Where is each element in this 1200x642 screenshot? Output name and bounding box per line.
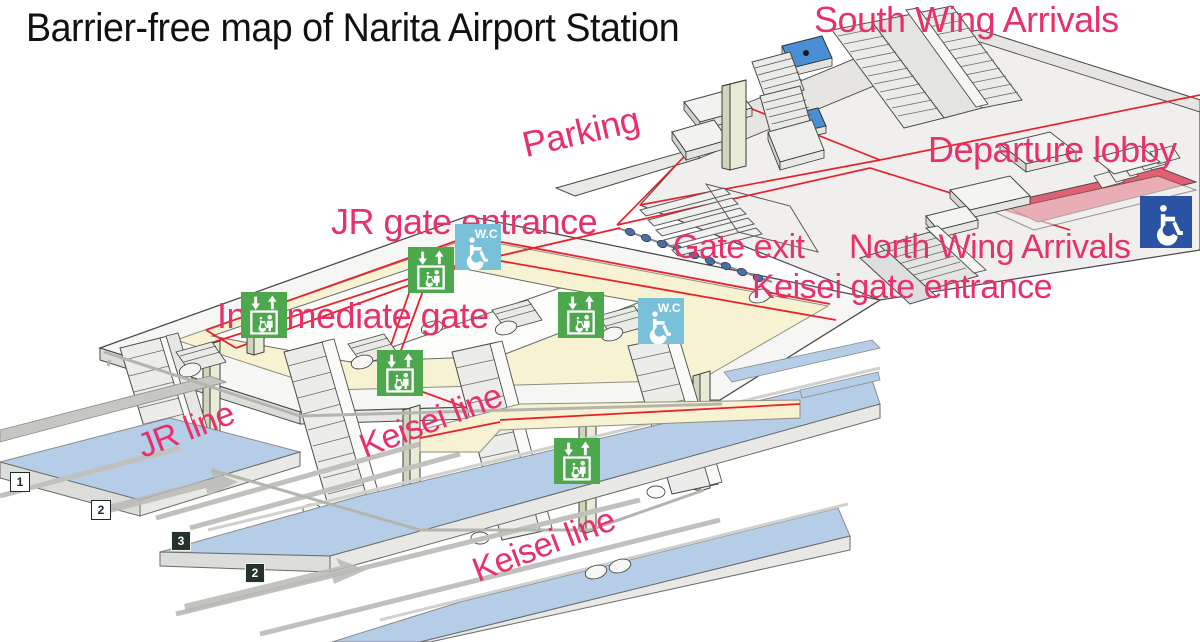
elevator-icon-elevator-intermediate-west — [241, 292, 287, 338]
platform-badge-keisei-platform-3: 3 — [171, 531, 191, 551]
platform-badge-jr-platform-1: 1 — [10, 472, 30, 492]
platform-badge-keisei-platform-2: 2 — [245, 563, 265, 583]
platform-badge-jr-platform-2: 2 — [91, 500, 111, 520]
svg-text:W.C: W.C — [475, 227, 498, 241]
svg-text:W.C: W.C — [658, 301, 681, 315]
map-label-keisei-gate-entrance: Keisei gate entrance — [752, 268, 1052, 306]
keisei-platform-low — [175, 339, 881, 642]
south-wing-escalators — [831, 5, 1023, 129]
page-title: Barrier-free map of Narita Airport Stati… — [26, 6, 680, 50]
map-label-departure-lobby: Departure lobby — [928, 129, 1177, 170]
elevator-icon-elevator-intermediate-mid — [558, 292, 604, 338]
wc-accessible-icon-wc-keisei-gate: W.C — [638, 298, 684, 344]
jr-platform-level — [0, 375, 461, 531]
keisei-platform-mid — [159, 366, 881, 573]
elevator-icon-elevator-concourse-lower — [377, 350, 423, 396]
wc-accessible-icon-wc-jr-gate: W.C — [455, 224, 501, 270]
map-label-south-wing-arrivals: South Wing Arrivals — [814, 0, 1119, 40]
north-wing-ramp — [859, 131, 1198, 305]
parking-stairs — [671, 35, 833, 171]
elevator-icon-elevator-jr-gate — [408, 247, 454, 293]
structure-beams — [103, 350, 723, 532]
accessible-icon-accessible-north-ramp — [1140, 196, 1192, 248]
map-label-gate-exit: Gate exit — [673, 228, 805, 266]
elevator-icon-elevator-keisei-platform — [554, 438, 600, 484]
map-label-north-wing-arrivals: North Wing Arrivals — [849, 228, 1131, 266]
